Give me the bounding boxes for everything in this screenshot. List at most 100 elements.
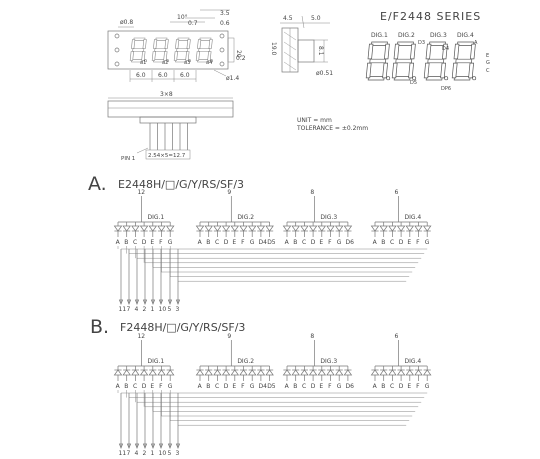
digit-label: DIG.2 — [237, 214, 254, 221]
digit-label: DIG.3 — [320, 214, 337, 221]
front-dim: 10° — [177, 14, 188, 21]
led-diode — [165, 225, 175, 232]
segment-label: G — [168, 239, 173, 246]
digit-segment — [198, 48, 211, 52]
led-diode — [326, 225, 335, 232]
segment-label: A — [285, 239, 290, 246]
led-diode — [195, 369, 205, 376]
digit-segment — [457, 41, 474, 46]
common-pin-number: 12 — [137, 189, 145, 196]
front-seg-label: a4 — [206, 60, 212, 66]
circuit-letter: A. — [88, 173, 107, 195]
led-diode — [379, 369, 388, 376]
digit-segment — [164, 39, 169, 49]
front-tab — [227, 37, 235, 63]
led-diode — [422, 369, 432, 376]
led-diode — [122, 225, 131, 232]
segment-label: D4 — [259, 383, 268, 390]
digit-label: DIG.2 — [237, 358, 254, 365]
digit-segment — [455, 58, 473, 64]
digit-segment — [133, 37, 146, 41]
led-diode — [239, 225, 248, 232]
side-dim: 4.5 — [283, 15, 293, 22]
pin-arrow — [158, 299, 164, 305]
circuit-letter: B. — [90, 316, 109, 338]
segment-label: A — [373, 239, 378, 246]
unit-note: UNIT = mm — [297, 117, 332, 124]
led-diode — [422, 225, 432, 232]
pin-arrow — [118, 443, 124, 449]
segment-label: E — [232, 383, 236, 390]
common-pin-number: 12 — [137, 333, 145, 340]
pin-arrow — [142, 299, 148, 305]
digit-segment — [153, 59, 166, 63]
segment-label: E — [407, 239, 411, 246]
led-diode — [113, 369, 123, 376]
segment-label: F — [328, 239, 332, 246]
segment-label: C — [302, 239, 306, 246]
bottom-base — [139, 116, 197, 124]
legend-seg-label: D3 — [418, 40, 425, 46]
common-pin-number: 8 — [310, 189, 314, 196]
pin-spacing-label: 2.54×5=12.7 — [148, 153, 186, 159]
pin-arrow — [158, 443, 164, 449]
legend-digit — [451, 41, 477, 81]
circuit-part-number: F2448H/□/G/Y/RS/SF/3 — [120, 321, 245, 334]
common-pin-number: 9 — [227, 333, 231, 340]
front-digit-outline — [151, 37, 169, 63]
decimal-point — [412, 76, 417, 81]
digit-segment — [131, 39, 136, 49]
led-diode — [230, 225, 240, 232]
digit-segment — [393, 76, 411, 81]
front-seg-label: a1 — [140, 60, 146, 66]
pitch-dim: 6.0 — [158, 72, 168, 79]
digit-segment — [175, 39, 180, 49]
digit-segment — [195, 51, 200, 61]
pin-arrow — [150, 443, 156, 449]
segment-label: C — [215, 383, 219, 390]
digit-segment — [142, 39, 147, 49]
digit-segment — [367, 76, 385, 81]
pin-arrow — [175, 443, 181, 449]
led-diode — [414, 225, 423, 232]
front-dim: 0.7 — [188, 20, 198, 27]
pin-hole — [114, 61, 120, 67]
digit-segment — [395, 58, 413, 64]
led-diode — [308, 225, 318, 232]
segment-label: A — [198, 239, 203, 246]
led-diode — [308, 369, 318, 376]
segment-label: A — [116, 239, 121, 246]
segment-label: D — [399, 383, 404, 390]
led-diode — [300, 225, 309, 232]
digit-segment — [199, 37, 212, 41]
side-dim: 8.1 — [317, 46, 324, 56]
segment-label: D — [142, 383, 147, 390]
common-pin-number: 6 — [394, 189, 398, 196]
led-diode — [239, 369, 248, 376]
segment-label: C — [133, 383, 137, 390]
led-diode — [317, 225, 327, 232]
pin-arrow — [150, 299, 156, 305]
led-diode — [131, 225, 140, 232]
digit-segment — [397, 41, 414, 46]
common-pin-number: 9 — [227, 189, 231, 196]
pin1-label: PIN 1 — [121, 156, 135, 162]
segment-label: D4 — [259, 239, 268, 246]
pin-hole — [219, 47, 225, 53]
front-dim: ø0.8 — [120, 19, 133, 26]
segment-label: G — [337, 239, 342, 246]
pin-hole — [219, 33, 225, 39]
digit-segment — [391, 62, 398, 79]
pin-arrow — [134, 443, 140, 449]
digit-label: DIG.1 — [147, 214, 164, 221]
pitch-dim: 6.0 — [136, 72, 146, 79]
led-diode — [157, 369, 166, 376]
segment-label: D — [311, 383, 316, 390]
segment-label: B — [293, 239, 297, 246]
digit-segment — [153, 39, 158, 49]
legend-digit — [423, 41, 449, 81]
legend-digit — [391, 41, 417, 81]
pin-arrow — [126, 299, 132, 305]
